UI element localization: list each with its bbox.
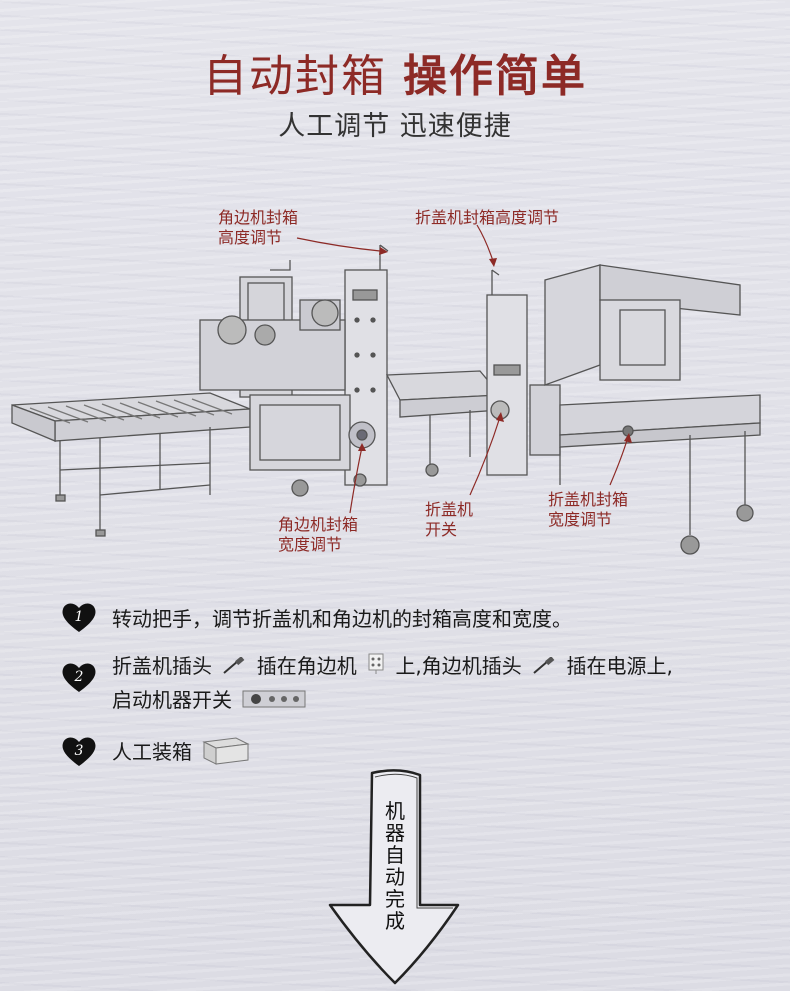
callout-fold-height: 折盖机封箱高度调节: [415, 208, 560, 227]
control-panel-icon: [242, 686, 306, 718]
callout-fold-width-line2: 宽度调节: [548, 510, 613, 529]
callout-corner-width: 角边机封箱 宽度调节: [278, 515, 358, 555]
svg-text:3: 3: [75, 743, 84, 759]
callout-fold-width-line1: 折盖机封箱: [548, 490, 629, 509]
step-1: 1 转动把手，调节折盖机和角边机的封箱高度和宽度。: [60, 600, 572, 634]
step-2-part4: 插在电源上,: [566, 654, 673, 678]
step-2-text: 折盖机插头 插在角边机 上,角边机插头 插在电源上, 启动机器开关: [112, 650, 673, 718]
title-bold: 操作简单: [403, 51, 587, 102]
page-subtitle: 人工调节 迅速便捷: [278, 111, 512, 142]
machine-illustration: [11, 224, 761, 555]
callout-corner-height: 角边机封箱 高度调节: [218, 208, 298, 248]
callout-fold-width: 折盖机封箱 宽度调节: [548, 490, 628, 530]
svg-text:2: 2: [74, 669, 84, 685]
middle-conveyor: [385, 370, 502, 477]
callout-corner-width-line1: 角边机封箱: [278, 515, 359, 534]
step-3-text: 人工装箱: [112, 740, 192, 764]
plug-icon: [222, 652, 246, 684]
callout-corner-height-line2: 高度调节: [218, 228, 283, 247]
step-2-part2: 插在角边机: [256, 654, 357, 678]
box-icon: [200, 730, 252, 771]
title-light: 自动封箱: [203, 51, 387, 102]
svg-text:1: 1: [75, 609, 84, 625]
step-2: 2 折盖机插头 插在角边机 上,角边机插头 插在电源上, 启动机器开关: [60, 650, 673, 718]
roller-conveyor: [11, 392, 251, 537]
down-arrow-icon: [328, 769, 460, 985]
corner-edge-machine: [199, 244, 389, 497]
step-2-line2: 启动机器开关: [112, 688, 232, 712]
step-1-text: 转动把手，调节折盖机和角边机的封箱高度和宽度。: [112, 606, 572, 631]
heart-number-2-icon: 2: [60, 660, 98, 694]
step-2-part3: 上,角边机插头: [395, 654, 522, 678]
callout-corner-width-line2: 宽度调节: [278, 535, 343, 554]
heart-number-1-icon: 1: [60, 600, 98, 634]
plug-icon-2: [532, 652, 556, 684]
leader-corner-width: [349, 446, 363, 514]
step-3: 3 人工装箱: [60, 730, 256, 771]
leader-fold-height: [476, 224, 494, 262]
callout-fold-switch-line1: 折盖机: [425, 500, 474, 519]
heart-number-3-icon: 3: [60, 734, 98, 768]
arrow-text: 机器自动完成: [385, 799, 405, 933]
leader-fold-switch: [469, 416, 501, 496]
step-2-part1: 折盖机插头: [112, 654, 212, 678]
leader-corner-height: [296, 237, 381, 252]
socket-icon: [367, 651, 385, 684]
callout-fold-switch-line2: 开关: [425, 520, 458, 539]
callout-corner-height-line1: 角边机封箱: [218, 208, 299, 227]
callout-fold-switch: 折盖机 开关: [425, 500, 473, 540]
page-title: 自动封箱 操作简单: [0, 40, 790, 104]
